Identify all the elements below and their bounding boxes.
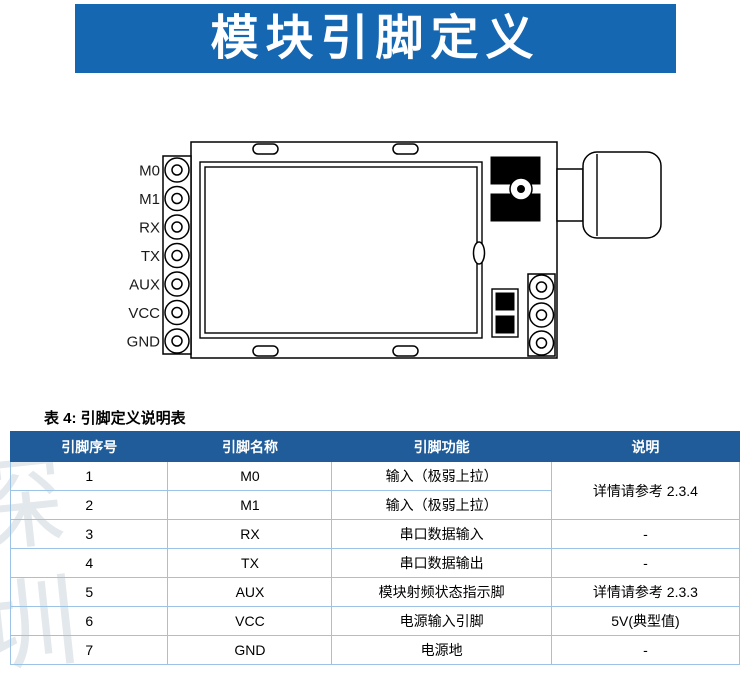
pin-number-cell: 2: [9, 490, 169, 520]
table-row: 5 AUX 模块射频状态指示脚 详情请参考 2.3.3: [9, 577, 741, 607]
pin-function-cell: 串口数据输入: [331, 519, 552, 549]
pin-holes-right: [527, 273, 556, 357]
pin-number-cell: 7: [9, 635, 169, 665]
pin-function-cell: 输入（极弱上拉）: [331, 490, 552, 520]
pin-number-cell: 1: [9, 461, 169, 491]
table-row: 1 M0 输入（极弱上拉） 详情请参考 2.3.4: [9, 461, 741, 520]
col-header-pin-number: 引脚序号: [9, 431, 169, 462]
pin-label-m0: M0: [139, 163, 160, 180]
pin-number-cell: 5: [9, 577, 169, 607]
pin-function-cell: 串口数据输出: [331, 548, 552, 578]
pin-name-cell: AUX: [167, 577, 333, 607]
smd-pad: [472, 241, 486, 265]
table-row: 7 GND 电源地 -: [9, 635, 741, 665]
table-caption: 表 4: 引脚定义说明表: [44, 410, 186, 427]
col-header-pin-function: 引脚功能: [331, 431, 552, 462]
pin-note-cell: -: [550, 519, 741, 549]
pin-number-cell: 6: [9, 606, 169, 636]
pin-function-cell: 模块射频状态指示脚: [331, 577, 552, 607]
pin-function-cell: 电源地: [331, 635, 552, 665]
page-title: 模块引脚定义: [210, 11, 541, 65]
rf-section-components: [490, 156, 541, 222]
pin-function-cell: 输入（极弱上拉）: [331, 461, 552, 491]
pin-label-vcc: VCC: [128, 305, 160, 322]
pin-note-cell: 5V(典型值): [550, 606, 741, 636]
smd-pad: [392, 143, 419, 155]
pin-definition-table: 引脚序号 引脚名称 引脚功能 说明 1 M0 输入（极弱上拉） 详情请参考 2.…: [9, 431, 741, 665]
col-header-pin-name: 引脚名称: [167, 431, 333, 462]
table-row: 2 M1 输入（极弱上拉）: [9, 490, 740, 520]
pin-number-cell: 4: [9, 548, 169, 578]
table-row: 3 RX 串口数据输入 -: [9, 519, 741, 549]
pin-name-cell: VCC: [167, 606, 333, 636]
table-row: 4 TX 串口数据输出 -: [9, 548, 741, 578]
pin-label-m1: M1: [139, 191, 160, 208]
pin-label-gnd: GND: [127, 334, 161, 351]
pin-name-cell: M1: [167, 490, 333, 520]
col-header-note: 说明: [550, 431, 741, 462]
smd-pad: [252, 143, 279, 155]
jumper-pads: [491, 288, 519, 338]
pin-label-rx: RX: [139, 220, 160, 237]
smd-pad: [392, 345, 419, 357]
pin-label-tx: TX: [141, 248, 160, 265]
pin-function-cell: 电源输入引脚: [331, 606, 552, 636]
pin-name-cell: GND: [167, 635, 333, 665]
pin-note-cell: 详情请参考 2.3.4: [550, 461, 741, 520]
table-header-row: 引脚序号 引脚名称 引脚功能 说明: [9, 431, 741, 462]
pin-note-cell: -: [550, 635, 741, 665]
sma-antenna-connector: [556, 151, 662, 239]
title-banner: 模块引脚定义: [75, 4, 676, 73]
pin-name-cell: M0: [167, 461, 333, 491]
pin-number-cell: 3: [9, 519, 169, 549]
pin-name-cell: TX: [167, 548, 333, 578]
pin-label-aux: AUX: [129, 277, 160, 294]
pin-note-cell: -: [550, 548, 741, 578]
pin-holes-left: [164, 157, 190, 354]
pin-note-cell: 详情请参考 2.3.3: [550, 577, 741, 607]
pin-name-cell: RX: [167, 519, 333, 549]
table-row: 6 VCC 电源输入引脚 5V(典型值): [9, 606, 741, 636]
smd-pad: [252, 345, 279, 357]
